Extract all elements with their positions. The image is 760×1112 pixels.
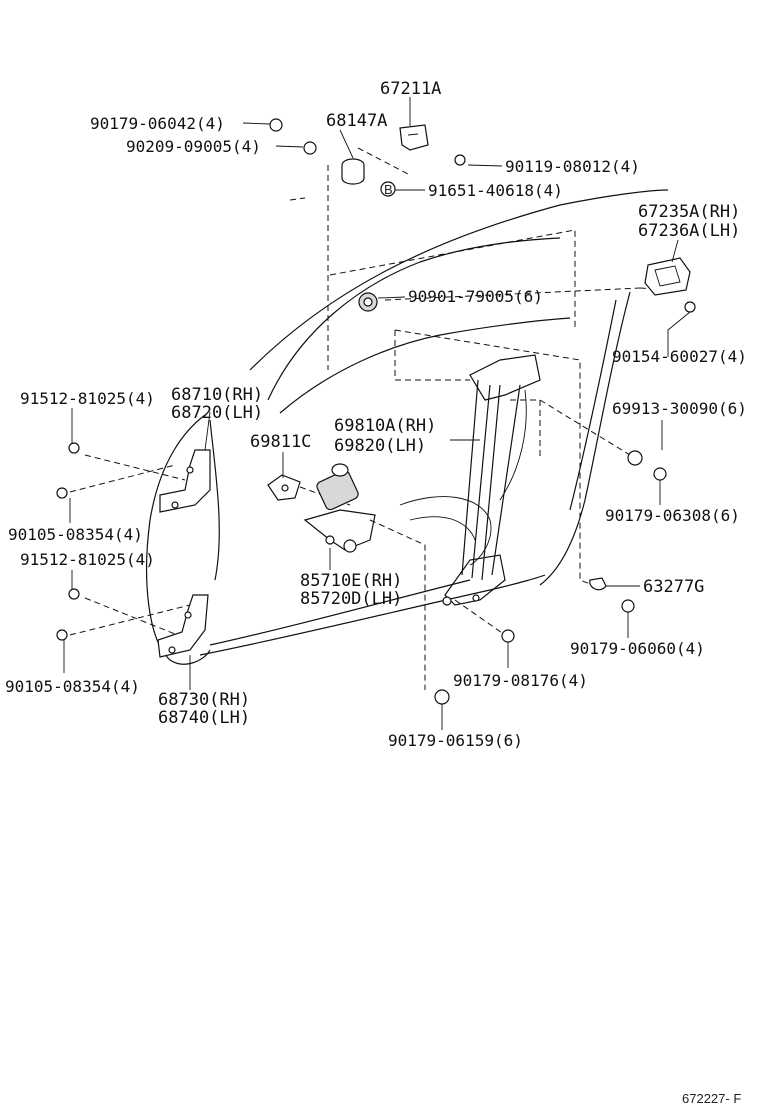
label-69913-30090: 69913-30090(6) [612, 399, 747, 418]
label-68740: 68740(LH) [158, 708, 250, 728]
label-63277G: 63277G [643, 577, 704, 597]
label-90901-79005: 90901-79005(6) [408, 287, 543, 306]
label-85710E: 85710E(RH) [300, 571, 402, 591]
window-regulator [399, 354, 541, 606]
label-91512-81025-upper: 91512-81025(4) [20, 389, 155, 408]
label-90179-06159: 90179-06159(6) [388, 731, 523, 750]
label-68720: 68720(LH) [171, 403, 263, 423]
diagram-reference-id: 672227- F [682, 1091, 741, 1106]
label-68147A: 68147A [326, 111, 387, 131]
label-68710: 68710(RH) [171, 385, 263, 405]
label-90179-06042: 90179-06042(4) [90, 114, 225, 133]
door-outline [146, 189, 669, 665]
label-91651-40618: 91651-40618(4) [428, 181, 563, 200]
label-90105-08354-upper: 90105-08354(4) [8, 525, 143, 544]
label-69820: 69820(LH) [334, 436, 426, 456]
label-68730: 68730(RH) [158, 690, 250, 710]
label-90209-09005: 90209-09005(4) [126, 137, 261, 156]
label-90179-06308: 90179-06308(6) [605, 506, 740, 525]
label-90179-08176: 90179-08176(4) [453, 671, 588, 690]
bracket-67235A [644, 257, 691, 296]
leader-lines [63, 97, 691, 730]
label-69810A: 69810A(RH) [334, 416, 436, 436]
cushion-68147A [341, 158, 365, 185]
label-90105-08354-lower: 90105-08354(4) [5, 677, 140, 696]
part-labels: 67211A 68147A 90179-06042(4) 90209-09005… [5, 79, 747, 750]
motor-bracket-69811C [267, 474, 301, 501]
label-90119-08012: 90119-08012(4) [505, 157, 640, 176]
label-90179-06060: 90179-06060(4) [570, 639, 705, 658]
bolt-b-marker: B [384, 182, 393, 197]
label-91512-81025-lower: 91512-81025(4) [20, 550, 155, 569]
clip-63277G [589, 577, 607, 591]
label-67211A: 67211A [380, 79, 441, 99]
hinge-lower [157, 594, 209, 658]
stopper-67211A [399, 124, 429, 151]
label-67235A: 67235A(RH) [638, 202, 740, 222]
label-69811C: 69811C [250, 432, 311, 452]
fasteners [56, 118, 696, 705]
label-85720D: 85720D(LH) [300, 589, 402, 609]
hinge-upper [159, 449, 211, 513]
label-67236A: 67236A(LH) [638, 221, 740, 241]
grommet-90901 [358, 292, 378, 312]
label-90154-60027: 90154-60027(4) [612, 347, 747, 366]
window-motor [303, 463, 376, 553]
